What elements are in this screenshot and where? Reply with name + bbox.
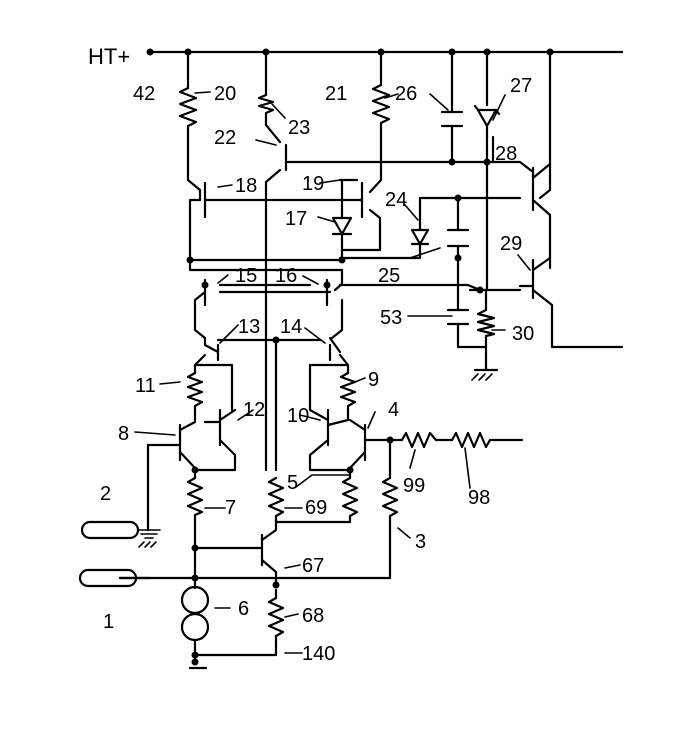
diode-17 — [331, 216, 353, 236]
component-labels: HT+ 42 20 21 26 27 23 22 28 18 19 24 17 … — [88, 44, 534, 665]
label-9: 9 — [368, 369, 379, 391]
label-28: 28 — [495, 143, 517, 165]
label-6: 6 — [238, 598, 249, 620]
label-10: 10 — [287, 405, 309, 427]
label-18: 18 — [235, 175, 257, 197]
label-42: 42 — [133, 83, 155, 105]
label-8: 8 — [118, 423, 129, 445]
wires — [118, 50, 624, 670]
label-22: 22 — [214, 127, 236, 149]
ground-symbol — [471, 373, 493, 381]
resistor-99 — [400, 431, 438, 449]
resistor-23 — [257, 93, 275, 120]
label-3: 3 — [415, 531, 426, 553]
label-26: 26 — [395, 83, 417, 105]
ground-symbol-2 — [138, 541, 157, 548]
junction-dots — [146, 48, 554, 666]
resistor-20 — [178, 86, 198, 138]
label-21: 21 — [325, 83, 347, 105]
capacitor-25 — [446, 228, 470, 248]
label-140: 140 — [302, 643, 335, 665]
diode-24 — [410, 228, 430, 246]
resistor-68 — [267, 596, 285, 642]
label-53: 53 — [380, 307, 402, 329]
current-source-6 — [180, 585, 210, 642]
resistor-98 — [450, 431, 498, 449]
resistor-3 — [381, 476, 399, 520]
label-67: 67 — [302, 555, 324, 577]
label-20: 20 — [214, 83, 236, 105]
label-5: 5 — [287, 472, 298, 494]
input-terminal-2 — [80, 520, 140, 540]
label-12: 12 — [243, 399, 265, 421]
label-16: 16 — [275, 265, 297, 287]
capacitor-53 — [446, 308, 470, 326]
label-23: 23 — [288, 117, 310, 139]
label-69: 69 — [305, 497, 327, 519]
label-1: 1 — [103, 611, 114, 633]
label-30: 30 — [512, 323, 534, 345]
label-29: 29 — [500, 233, 522, 255]
resistor-5 — [341, 476, 359, 520]
input-terminal-1 — [78, 568, 138, 588]
label-27: 27 — [510, 75, 532, 97]
label-14: 14 — [280, 316, 302, 338]
resistor-11 — [186, 371, 204, 414]
label-68: 68 — [302, 605, 324, 627]
label-98: 98 — [468, 487, 490, 509]
label-17: 17 — [285, 208, 307, 230]
label-supply: HT+ — [88, 44, 130, 69]
label-11: 11 — [135, 375, 156, 397]
resistor-21 — [371, 83, 391, 132]
resistor-69 — [267, 476, 285, 524]
resistor-30 — [476, 308, 496, 342]
resistor-7 — [186, 476, 204, 517]
label-19: 19 — [302, 173, 324, 195]
resistor-9 — [339, 371, 357, 410]
label-15: 15 — [235, 265, 257, 287]
zener-diode-27 — [473, 104, 501, 139]
capacitor-26 — [440, 110, 464, 140]
label-2: 2 — [100, 483, 111, 505]
label-13: 13 — [238, 316, 260, 338]
label-99: 99 — [403, 475, 425, 497]
label-25: 25 — [378, 265, 400, 287]
label-24: 24 — [385, 189, 407, 211]
label-4: 4 — [388, 399, 399, 421]
label-7: 7 — [225, 497, 236, 519]
